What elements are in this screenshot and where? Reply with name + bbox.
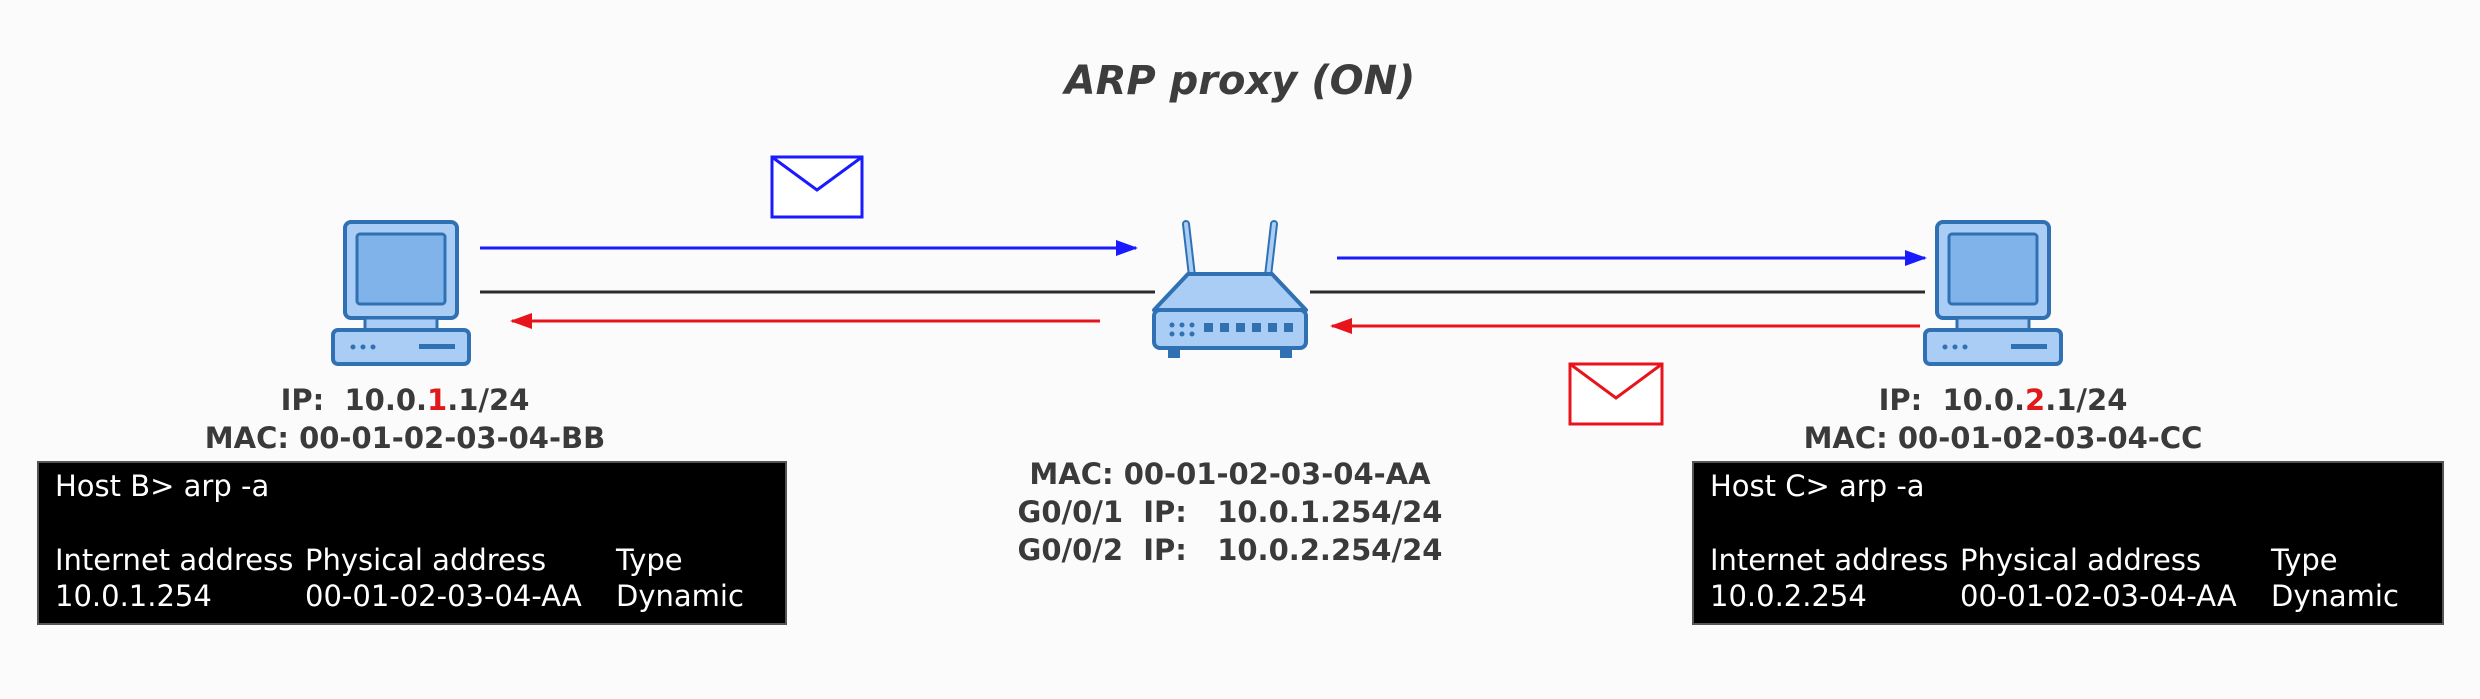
host-b-subnet-highlight: 1	[427, 383, 448, 417]
host-c-terminal-prompt: Host C> arp -a	[1710, 469, 1925, 503]
host-b-header-physical-address: Physical address	[305, 543, 547, 577]
host-b-terminal-prompt: Host B> arp -a	[55, 469, 270, 503]
host-c-row-physical-address: 00-01-02-03-04-AA	[1960, 579, 2237, 613]
host-b-computer-icon	[331, 220, 471, 366]
router-info: MAC: 00-01-02-03-04-AA G0/0/1 IP: 10.0.1…	[990, 455, 1470, 569]
host-b-mac: MAC: 00-01-02-03-04-BB	[204, 421, 606, 455]
host-c-mac: MAC: 00-01-02-03-04-CC	[1803, 421, 2203, 455]
host-c-header-physical-address: Physical address	[1960, 543, 2202, 577]
host-c-info: IP: 10.0.2.1/24 MAC: 00-01-02-03-04-CC	[1683, 381, 2323, 457]
host-c-terminal: Host C> arp -a Internet address Physical…	[1692, 461, 2444, 625]
host-b-ip: IP: 10.0.1.1/24	[280, 383, 530, 417]
host-b-header-internet-address: Internet address	[55, 543, 294, 577]
reply-envelope-icon	[1568, 362, 1664, 426]
host-c-header-internet-address: Internet address	[1710, 543, 1949, 577]
diagram-title: ARP proxy (ON)	[1064, 58, 1416, 104]
host-b-header-type: Type	[616, 543, 683, 577]
host-b-info: IP: 10.0.1.1/24 MAC: 00-01-02-03-04-BB	[85, 381, 725, 457]
router-interface-g0-0-1: G0/0/1 IP: 10.0.1.254/24	[1017, 495, 1443, 529]
host-b-row-type: Dynamic	[616, 579, 744, 613]
host-c-row-internet-address: 10.0.2.254	[1710, 579, 1867, 613]
host-c-subnet-highlight: 2	[2025, 383, 2046, 417]
router-icon	[1152, 220, 1308, 358]
host-c-ip: IP: 10.0.2.1/24	[1878, 383, 2128, 417]
host-b-terminal: Host B> arp -a Internet address Physical…	[37, 461, 787, 625]
host-c-row-type: Dynamic	[2271, 579, 2399, 613]
router-interface-g0-0-2: G0/0/2 IP: 10.0.2.254/24	[1017, 533, 1443, 567]
host-b-row-internet-address: 10.0.1.254	[55, 579, 212, 613]
host-b-row-physical-address: 00-01-02-03-04-AA	[305, 579, 582, 613]
host-c-header-type: Type	[2271, 543, 2338, 577]
host-c-computer-icon	[1923, 220, 2063, 366]
request-envelope-icon	[770, 155, 864, 219]
router-mac: MAC: 00-01-02-03-04-AA	[1029, 457, 1431, 491]
